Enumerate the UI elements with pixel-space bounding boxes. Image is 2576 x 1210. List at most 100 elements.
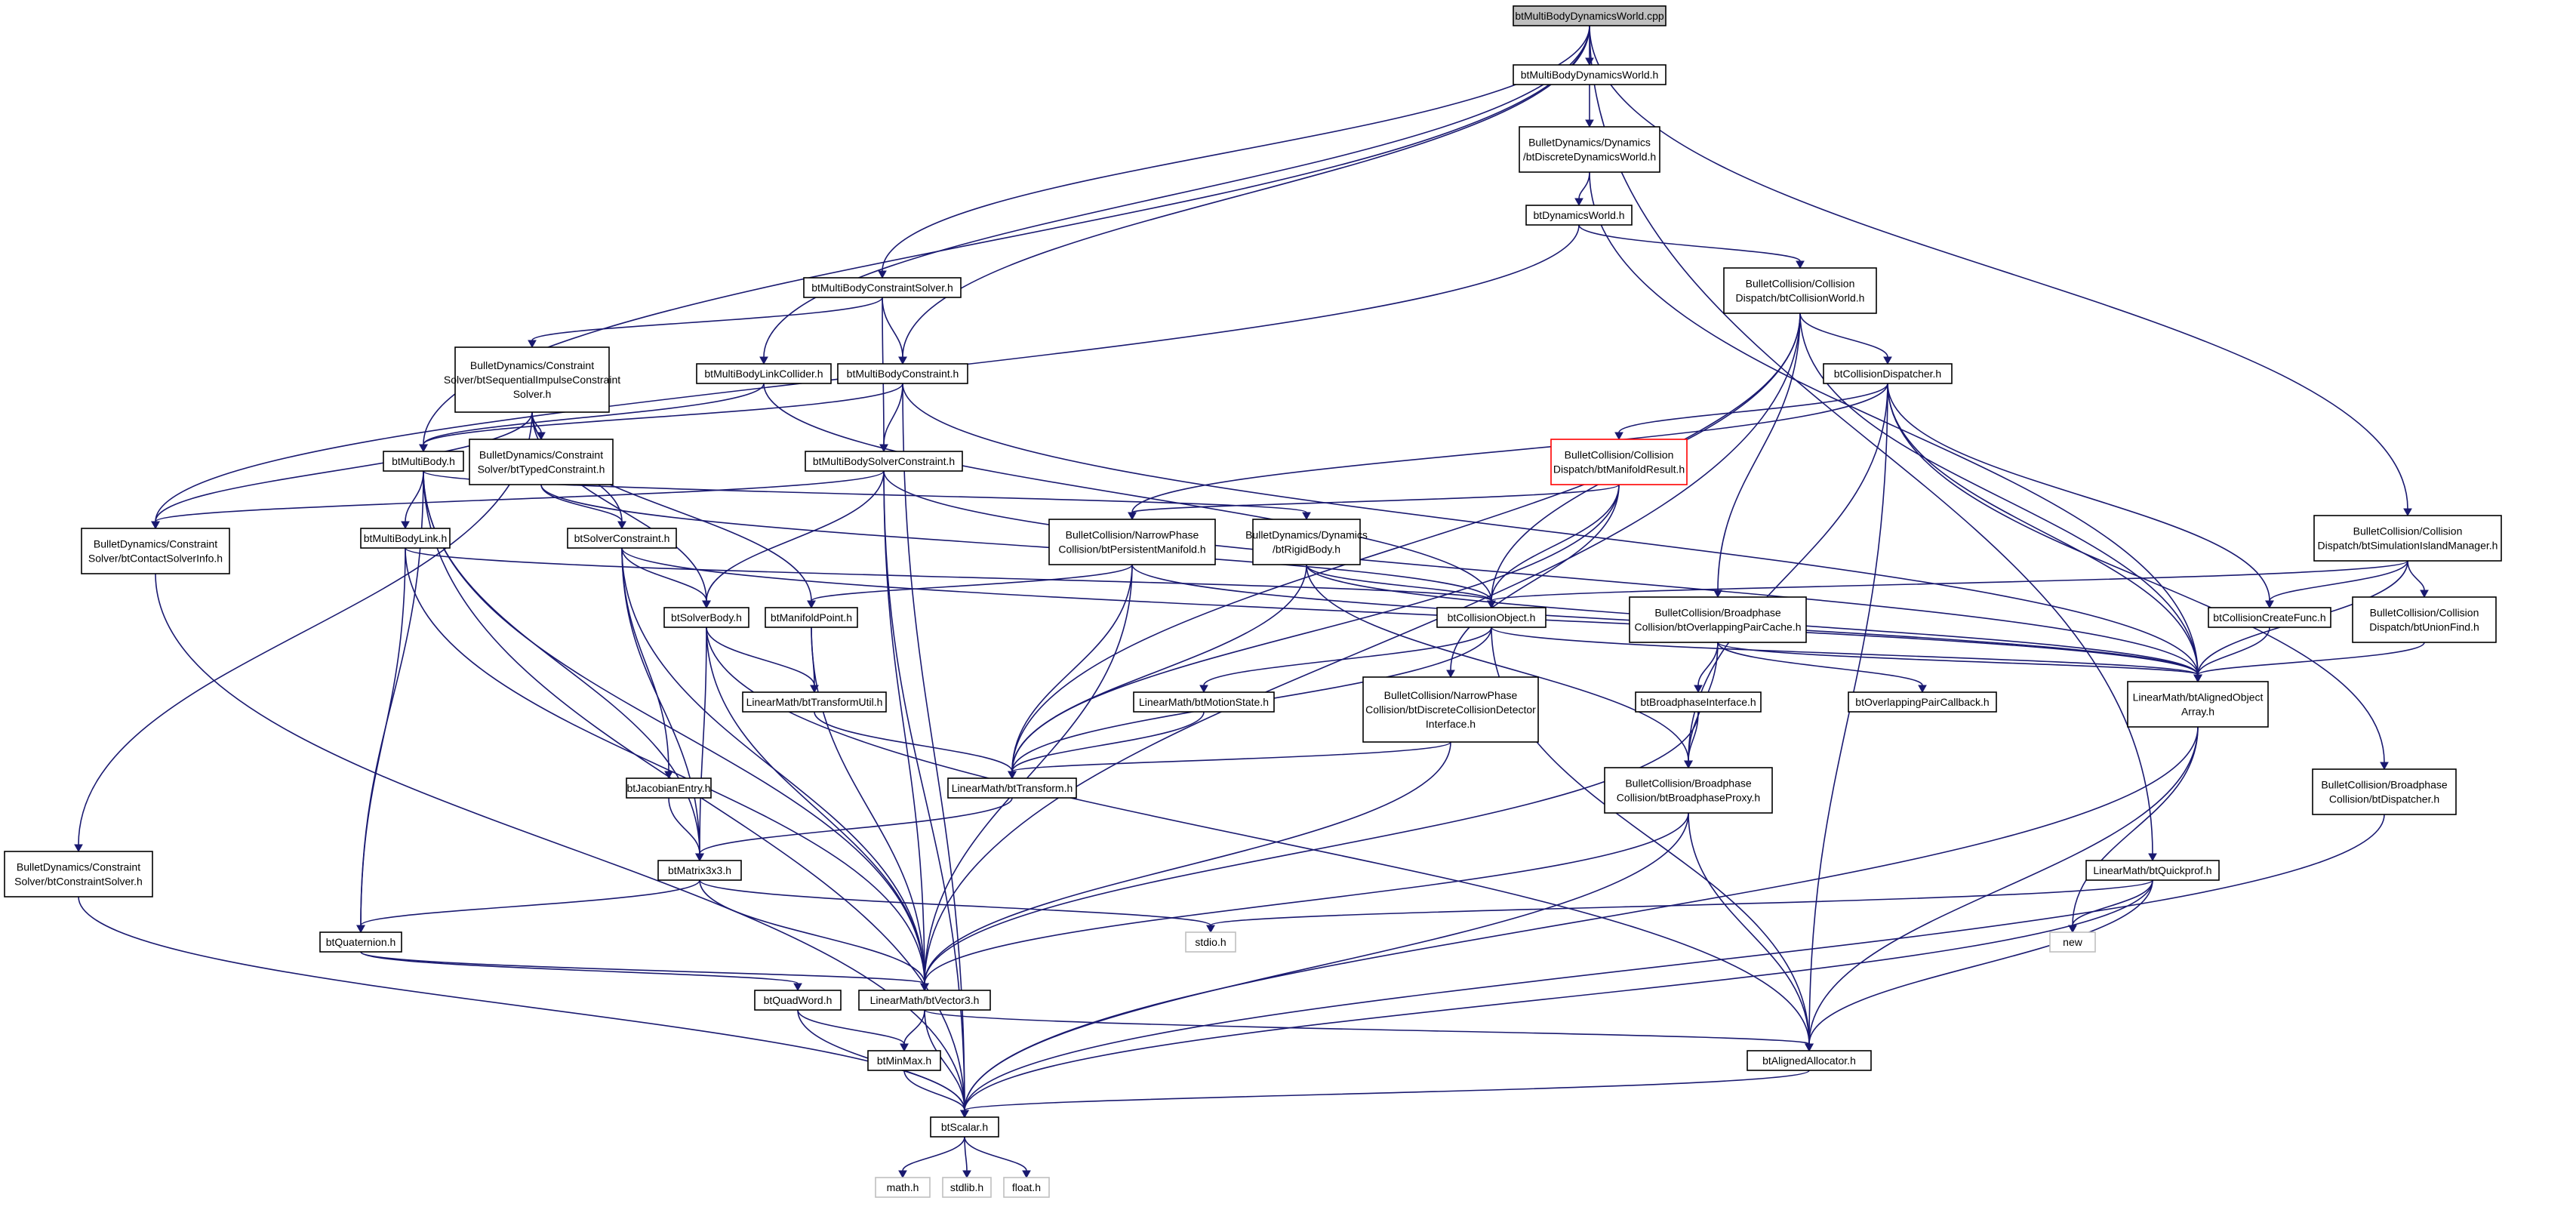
node-mb-constraint-solver[interactable]: btMultiBodyConstraintSolver.h xyxy=(803,277,962,298)
edge-line xyxy=(964,879,2153,1111)
node-scalar[interactable]: btScalar.h xyxy=(930,1116,999,1138)
node-dynamics-world[interactable]: btDynamicsWorld.h xyxy=(1525,205,1633,226)
node-mb-link-collider[interactable]: btMultiBodyLinkCollider.h xyxy=(696,363,832,384)
edge-persistent_manifold-to-manifold_point xyxy=(807,564,1133,609)
edge-manifold_result-to-persistent_manifold xyxy=(1128,484,1620,521)
node-box xyxy=(4,851,153,897)
node-discrete-dw[interactable]: BulletDynamics/Dynamics/btDiscreteDynami… xyxy=(1519,126,1660,173)
edge-collision_dispatcher-to-aligned_object_array xyxy=(1887,383,2202,683)
node-aligned-allocator[interactable]: btAlignedAllocator.h xyxy=(1747,1050,1872,1071)
node-multibody[interactable]: btMultiBody.h xyxy=(383,451,464,472)
node-manifold-result[interactable]: BulletCollision/CollisionDispatch/btMani… xyxy=(1550,439,1688,485)
edge-line xyxy=(964,1136,968,1172)
edge-arrowhead xyxy=(1008,771,1017,780)
node-new[interactable]: new xyxy=(2049,931,2096,953)
node-broadphase-proxy[interactable]: BulletCollision/BroadphaseCollision/btBr… xyxy=(1604,767,1773,814)
node-transform[interactable]: LinearMath/btTransform.h xyxy=(947,777,1077,799)
node-collision-world[interactable]: BulletCollision/CollisionDispatch/btColl… xyxy=(1723,267,1877,314)
node-motion-state[interactable]: LinearMath/btMotionState.h xyxy=(1133,691,1275,713)
node-label-line: btQuadWord.h xyxy=(764,994,833,1006)
node-sim-island[interactable]: BulletCollision/CollisionDispatch/btSimu… xyxy=(2313,515,2502,562)
node-discrete-cd[interactable]: BulletCollision/NarrowPhaseCollision/btD… xyxy=(1362,676,1539,743)
edge-line xyxy=(763,25,1590,358)
node-broadphase-interface[interactable]: btBroadphaseInterface.h xyxy=(1635,691,1762,713)
node-label-line: Solver/btContactSolverInfo.h xyxy=(88,553,223,565)
edge-quadword-to-minmax xyxy=(797,1009,909,1052)
node-box xyxy=(947,777,1077,799)
node-quaternion[interactable]: btQuaternion.h xyxy=(319,931,402,953)
edge-line xyxy=(1808,383,1888,1045)
node-vector3[interactable]: LinearMath/btVector3.h xyxy=(858,990,991,1011)
edge-line xyxy=(699,879,1211,926)
edge-collision_world-to-vector3 xyxy=(920,313,1801,992)
node-box xyxy=(454,346,610,413)
edge-collision_dispatcher-to-persistent_manifold xyxy=(1128,383,1888,521)
node-label-line: BulletCollision/Collision xyxy=(1746,278,1855,290)
edge-line xyxy=(1688,812,1810,1045)
edge-persistent_manifold-to-transform xyxy=(1008,564,1133,780)
node-collision-create-func[interactable]: btCollisionCreateFunc.h xyxy=(2208,607,2331,628)
node-box xyxy=(754,990,842,1011)
edge-seq_impulse-to-constraint_solver xyxy=(74,411,533,853)
node-collision-object[interactable]: btCollisionObject.h xyxy=(1436,607,1547,628)
edge-quaternion-to-vector3 xyxy=(360,951,929,992)
edge-arrowhead xyxy=(401,521,410,530)
node-stdlib[interactable]: stdlib.h xyxy=(942,1177,992,1198)
node-rigid-body[interactable]: BulletDynamics/Dynamics/btRigidBody.h xyxy=(1245,519,1368,565)
node-root[interactable]: btMultiBodyDynamicsWorld.cpp xyxy=(1513,5,1667,26)
node-solver-constraint[interactable]: btSolverConstraint.h xyxy=(567,528,677,549)
node-mb-constraint[interactable]: btMultiBodyConstraint.h xyxy=(837,363,968,384)
edge-line xyxy=(964,814,2385,1111)
edge-root-to-mb_constraint_solver xyxy=(878,25,1590,279)
node-label-line: BulletCollision/Broadphase xyxy=(1654,607,1781,619)
node-overlapping-pair-cache[interactable]: BulletCollision/BroadphaseCollision/btOv… xyxy=(1629,596,1807,643)
edge-line xyxy=(1589,25,2408,510)
node-contact-solver-info[interactable]: BulletDynamics/ConstraintSolver/btContac… xyxy=(81,528,230,574)
node-label-line: Solver/btTypedConstraint.h xyxy=(478,463,605,476)
node-mb-solver-constraint[interactable]: btMultiBodySolverConstraint.h xyxy=(805,451,963,472)
node-minmax[interactable]: btMinMax.h xyxy=(867,1050,941,1071)
edge-line xyxy=(902,383,2199,676)
edge-line xyxy=(964,812,1689,1111)
node-label-line: BulletCollision/NarrowPhase xyxy=(1066,529,1199,541)
edge-line xyxy=(1808,726,2199,1045)
node-label-line: LinearMath/btQuickprof.h xyxy=(2093,864,2211,876)
node-box xyxy=(626,777,712,799)
edge-arrowhead xyxy=(878,270,887,279)
node-box xyxy=(2049,931,2096,953)
edge-line xyxy=(540,484,1492,602)
node-box xyxy=(1635,691,1762,713)
node-mbdw-h[interactable]: btMultiBodyDynamicsWorld.h xyxy=(1513,64,1667,85)
node-seq-impulse[interactable]: BulletDynamics/ConstraintSolver/btSequen… xyxy=(444,346,620,413)
node-typed-constraint[interactable]: BulletDynamics/ConstraintSolver/btTypedC… xyxy=(469,439,614,485)
edge-multibody-to-mb_link xyxy=(401,470,424,530)
edge-arrowhead xyxy=(900,1043,909,1052)
edge-arrowhead xyxy=(1022,1170,1031,1179)
edge-arrowhead xyxy=(151,521,160,530)
node-quickprof[interactable]: LinearMath/btQuickprof.h xyxy=(2085,860,2220,881)
node-float[interactable]: float.h xyxy=(1003,1177,1050,1198)
node-label-line: btOverlappingPairCallback.h xyxy=(1855,696,1989,708)
edge-dynamics_world-to-collision_world xyxy=(1578,224,1805,269)
edge-line xyxy=(423,383,903,445)
node-transform-util[interactable]: LinearMath/btTransformUtil.h xyxy=(742,691,887,713)
node-box xyxy=(1629,596,1807,643)
node-solver-body[interactable]: btSolverBody.h xyxy=(663,607,749,628)
node-overlapping-pair-callback[interactable]: btOverlappingPairCallback.h xyxy=(1848,691,1997,713)
node-constraint-solver[interactable]: BulletDynamics/ConstraintSolver/btConstr… xyxy=(4,851,153,897)
node-math[interactable]: math.h xyxy=(875,1177,931,1198)
node-collision-dispatcher[interactable]: btCollisionDispatcher.h xyxy=(1823,363,1953,384)
edge-arrowhead xyxy=(356,925,365,934)
node-stdio[interactable]: stdio.h xyxy=(1185,931,1236,953)
node-manifold-point[interactable]: btManifoldPoint.h xyxy=(765,607,858,628)
node-union-find[interactable]: BulletCollision/CollisionDispatch/btUnio… xyxy=(2352,596,2497,643)
node-broadphase-dispatcher[interactable]: BulletCollision/BroadphaseCollision/btDi… xyxy=(2312,768,2457,815)
node-jacobian-entry[interactable]: btJacobianEntry.h xyxy=(626,777,712,799)
node-quadword[interactable]: btQuadWord.h xyxy=(754,990,842,1011)
node-mb-link[interactable]: btMultiBodyLink.h xyxy=(360,528,451,549)
edge-line xyxy=(1887,383,2385,763)
node-matrix3x3[interactable]: btMatrix3x3.h xyxy=(657,860,742,881)
node-persistent-manifold[interactable]: BulletCollision/NarrowPhaseCollision/btP… xyxy=(1048,519,1216,565)
node-box xyxy=(663,607,749,628)
